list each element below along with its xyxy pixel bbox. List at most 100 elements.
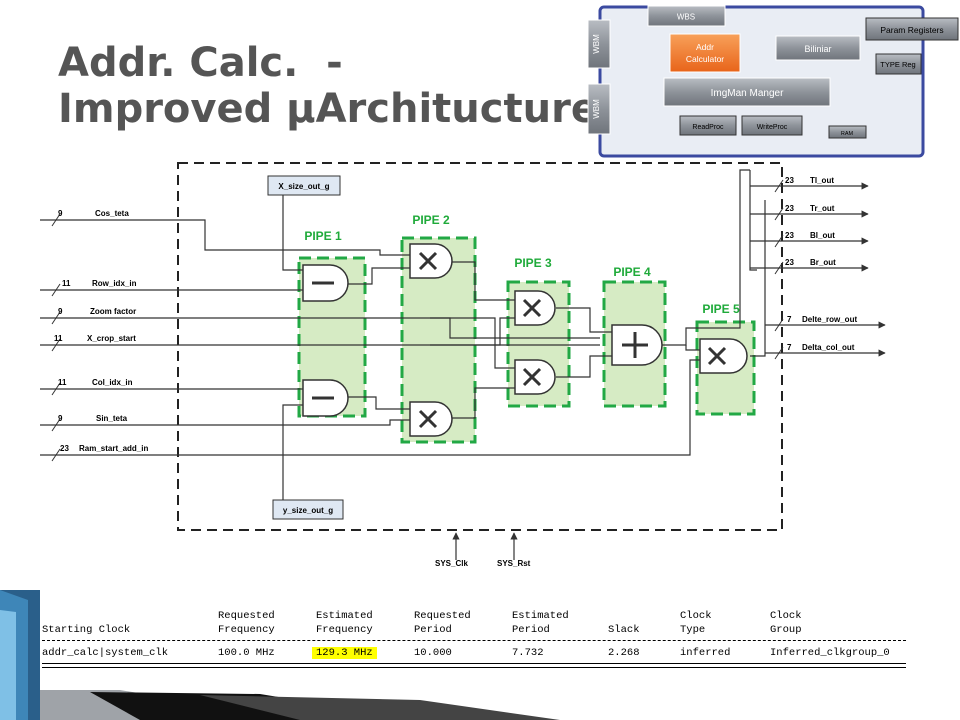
pipe-4-label: PIPE 4 [613,265,651,279]
output-labels: 23 Tl_out 23 Tr_out 23 Bl_out 23 Br_out … [785,176,857,352]
sin-teta-label: Sin_teta [96,414,128,423]
pipe-2-label: PIPE 2 [412,213,450,227]
pipe-3-label: PIPE 3 [514,256,552,270]
timing-report: Requested Estimated Requested Estimated … [42,610,908,669]
col-idx-width: 11 [58,378,67,387]
delte-row-width: 7 [787,315,792,324]
header-requested-frequency-top: Requested [218,610,275,622]
cell-estimated-period: 7.732 [512,647,544,659]
wbm-bottom-label: WBM [592,99,601,119]
sys-rst-label: SYS_Rst [497,559,531,568]
param-registers-label: Param Registers [880,25,943,35]
header-clock-type-top: Clock [680,610,712,622]
header-slack: Slack [608,624,640,636]
addr-calc-label-1: Addr [696,42,714,52]
imgman-block: ImgMan Manger [663,77,831,107]
wbm-top-block: WBM [587,19,611,69]
x-crop-label: X_crop_start [87,334,136,343]
header-requested-period: Period [414,624,452,636]
wbs-label: WBS [677,13,695,22]
cos-teta-label: Cos_teta [95,209,129,218]
header-estimated-period-top: Estimated [512,610,569,622]
delte-row-label: Delte_row_out [802,315,857,324]
header-estimated-period: Period [512,624,550,636]
title-line-1: Addr. Calc. - [58,40,343,86]
clock-reset-labels: SYS_Clk SYS_Rst [435,559,531,568]
tr-width: 23 [785,204,794,213]
operators [302,243,748,437]
x-size-register: X_size_out_g [267,175,341,196]
adder [611,324,663,366]
tl-width: 23 [785,176,794,185]
ram-block: RAM [828,125,867,139]
wbm-top-label: WBM [592,34,601,54]
sin-teta-width: 9 [58,414,63,423]
pipe-1-label: PIPE 1 [304,229,342,243]
cell-clock-type: inferred [680,647,731,659]
readproc-block: ReadProc [679,115,737,136]
header-rule-row [42,638,908,647]
input-labels: 9 Cos_teta 11 Row_idx_in 9 Zoom factor 1… [54,209,148,453]
header-requested-frequency: Frequency [218,624,275,636]
cell-requested-frequency: 100.0 MHz [218,647,275,659]
footer-rule-row [42,661,908,669]
module-boundary [177,162,783,531]
system-overview: WBS Param Registers WBM WBM Addr Calcula… [587,5,959,158]
addr-calc-label-2: Calculator [686,54,724,64]
addr-calculator-block: Addr Calculator [669,33,741,73]
timing-header-row-1: Requested Estimated Requested Estimated … [42,610,908,624]
tl-label: Tl_out [810,176,834,185]
br-width: 23 [785,258,794,267]
header-requested-period-top: Requested [414,610,471,622]
writeproc-label: WriteProc [757,124,788,131]
header-starting-clock: Starting Clock [42,624,131,636]
readproc-label: ReadProc [692,124,724,131]
x-crop-width: 11 [54,334,63,343]
ram-label: RAM [841,131,854,137]
biliniar-block: Biliniar [775,35,861,61]
zoom-width: 9 [58,307,63,316]
biliniar-label: Biliniar [804,44,831,54]
delta-col-width: 7 [787,343,792,352]
br-label: Br_out [810,258,836,267]
ram-start-width: 23 [60,444,69,453]
wbs-block: WBS [647,5,726,27]
signal-wires [40,169,766,500]
cell-requested-period: 10.000 [414,647,452,659]
multiplier-3 [514,290,556,326]
writeproc-block: WriteProc [741,115,803,136]
multiplier-5 [699,338,748,374]
type-reg-block: TYPE Reg [875,53,922,75]
footer-rule [42,663,906,668]
col-idx-label: Col_idx_in [92,378,133,387]
x-size-label: X_size_out_g [278,182,329,191]
ram-start-label: Ram_start_add_in [79,444,148,453]
header-clock-group-top: Clock [770,610,802,622]
wbm-bottom-block: WBM [587,83,611,135]
y-size-label: y_size_out_g [283,506,333,515]
bl-width: 23 [785,231,794,240]
bus-ticks [51,179,784,462]
bl-label: Bl_out [810,231,835,240]
cell-estimated-frequency: 129.3 MHz [312,647,377,659]
title-line-2: Improved µArchitucture [58,86,598,132]
decorative-corner [0,590,560,720]
header-clock-type: Type [680,624,706,636]
subtractor-2 [302,379,349,417]
cos-teta-width: 9 [58,209,63,218]
cell-slack: 2.268 [608,647,640,659]
param-registers-block: Param Registers [865,17,959,41]
header-estimated-frequency-top: Estimated [316,610,373,622]
header-rule [42,640,906,644]
timing-header-row-2: Starting Clock Frequency Frequency Perio… [42,624,908,638]
pipe-5-label: PIPE 5 [702,302,740,316]
slide-title: Addr. Calc. - Improved µArchitucture [58,40,598,132]
sys-clk-label: SYS_Clk [435,559,468,568]
timing-data-row: addr_calc|system_clk 100.0 MHz 129.3 MHz… [42,647,908,661]
zoom-label: Zoom factor [90,307,136,316]
tr-label: Tr_out [810,204,835,213]
header-clock-group: Group [770,624,802,636]
y-size-register: y_size_out_g [272,499,344,520]
cell-clock-group: Inferred_clkgroup_0 [770,647,890,659]
